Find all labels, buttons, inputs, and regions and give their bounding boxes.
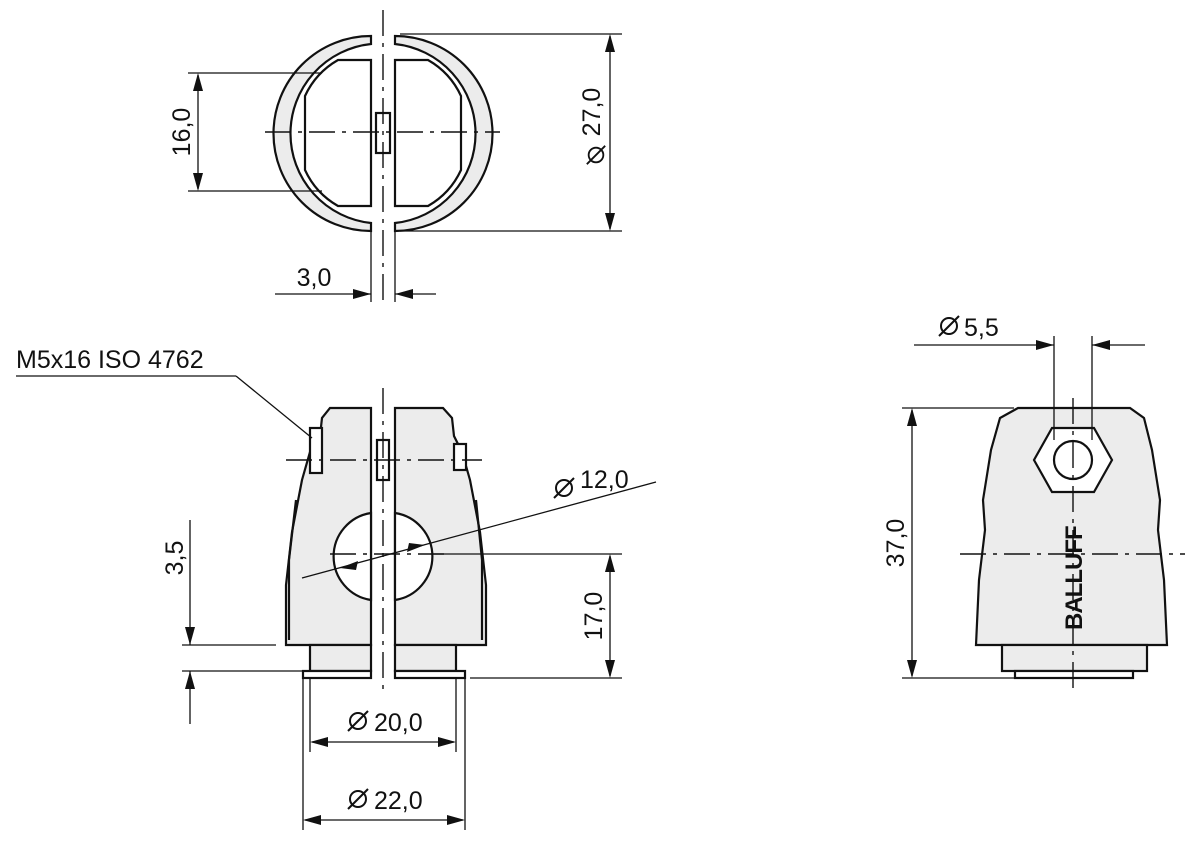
dim-22-label: 22,0 bbox=[374, 787, 423, 815]
front-view-bore bbox=[332, 511, 434, 602]
side-view-flange bbox=[1013, 669, 1135, 680]
dim-37-label: 37,0 bbox=[882, 519, 910, 568]
front-view-right-flange bbox=[393, 669, 467, 680]
front-view-screw-nut bbox=[452, 442, 468, 472]
dim-27-label: 27,0 bbox=[578, 88, 606, 137]
dim-5-5-label: 5,5 bbox=[964, 314, 999, 342]
balluff-logo: BALLUFF bbox=[1061, 526, 1088, 630]
side-view-foot bbox=[1000, 643, 1149, 673]
top-view-bore-right bbox=[393, 58, 463, 208]
dim-3-label: 3,0 bbox=[297, 264, 332, 292]
top-view-left-ring bbox=[272, 34, 373, 233]
top-view-bore-left bbox=[303, 58, 373, 208]
dim-3-5-label: 3,5 bbox=[161, 541, 189, 576]
top-view-right-ring bbox=[393, 34, 494, 233]
diameter-icon bbox=[585, 144, 607, 166]
top-view: 16,0 27,0 3,0 bbox=[168, 10, 622, 302]
front-view-screw-head bbox=[308, 426, 324, 475]
dim-17-label: 17,0 bbox=[580, 592, 608, 641]
dim-12-label: 12,0 bbox=[580, 466, 629, 494]
screw-callout: M5x16 ISO 4762 bbox=[16, 346, 204, 374]
side-view: BALLUFF 5,5 37,0 bbox=[882, 314, 1185, 690]
dim-16-label: 16,0 bbox=[168, 108, 196, 157]
front-view-right-foot bbox=[393, 643, 458, 673]
front-view-left-flange bbox=[301, 669, 373, 680]
front-view: M5x16 ISO 4762 12,0 17,0 3,5 20,0 bbox=[16, 346, 657, 830]
dim-20-label: 20,0 bbox=[374, 709, 423, 737]
front-view-left-foot bbox=[308, 643, 373, 673]
side-view-body bbox=[974, 406, 1169, 647]
